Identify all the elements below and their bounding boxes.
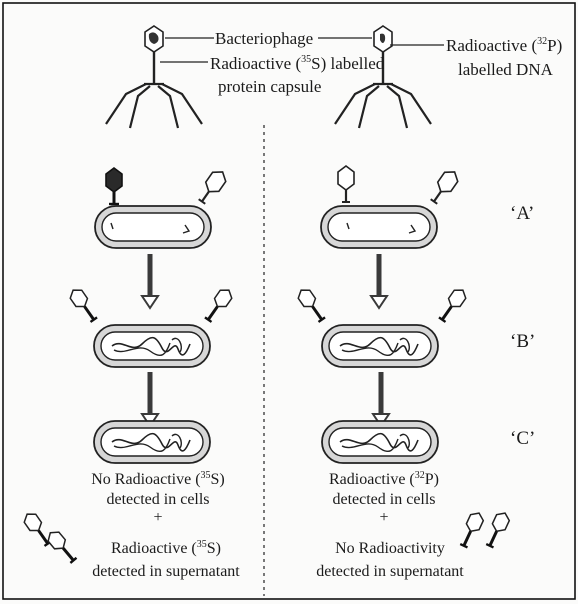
right-attached-phage-empty-2 <box>427 167 461 206</box>
left-result-plus: + <box>153 509 162 526</box>
stage-label-c: ‘C’ <box>510 428 535 449</box>
right-result-line3: No Radioactivity <box>335 540 445 557</box>
right-arrow-bc <box>373 372 389 426</box>
left-result-line3: Radioactive (35S) <box>111 539 221 557</box>
right-supernatant-phage-2 <box>484 510 512 549</box>
right-label-line1: Radioactive (32P) <box>446 36 562 55</box>
left-result-line4: detected in supernatant <box>92 563 240 580</box>
left-result-line1: No Radioactive (35S) <box>91 470 225 488</box>
right-result-line4: detected in supernatant <box>316 563 464 580</box>
left-cell-b <box>94 325 210 367</box>
right-label-line2: labelled DNA <box>458 60 554 79</box>
left-supernatant-phage-2 <box>45 528 79 565</box>
right-cell-a <box>321 206 437 248</box>
left-cell-a <box>95 206 211 248</box>
right-result-plus: + <box>379 509 388 526</box>
left-attached-phage-empty <box>195 167 229 206</box>
left-result-line2: detected in cells <box>106 491 209 508</box>
right-cell-c <box>322 421 438 463</box>
bacteriophage-label: Bacteriophage <box>215 29 313 48</box>
left-detached-phage-1 <box>67 286 99 324</box>
right-result-line2: detected in cells <box>332 491 435 508</box>
right-top-phage <box>335 26 431 128</box>
stage-label-b: ‘B’ <box>510 331 535 352</box>
right-result-line1: Radioactive (32P) <box>329 470 439 488</box>
right-supernatant-phage-1 <box>458 510 486 549</box>
left-attached-phage-dark <box>106 168 122 204</box>
stage-label-a: ‘A’ <box>510 203 534 224</box>
right-attached-phage-empty-1 <box>338 166 354 202</box>
right-cell-b <box>322 325 438 367</box>
left-label-line1: Radioactive (35S) labelled <box>210 54 385 73</box>
left-label-line2: protein capsule <box>218 77 321 96</box>
right-detached-phage-1 <box>295 286 327 324</box>
left-top-phage <box>106 26 202 128</box>
left-arrow-ab <box>142 254 158 308</box>
left-arrow-bc <box>142 372 158 426</box>
left-detached-phage-2 <box>203 286 235 324</box>
right-detached-phage-2 <box>437 286 469 324</box>
right-arrow-ab <box>371 254 387 308</box>
left-cell-c <box>94 421 210 463</box>
